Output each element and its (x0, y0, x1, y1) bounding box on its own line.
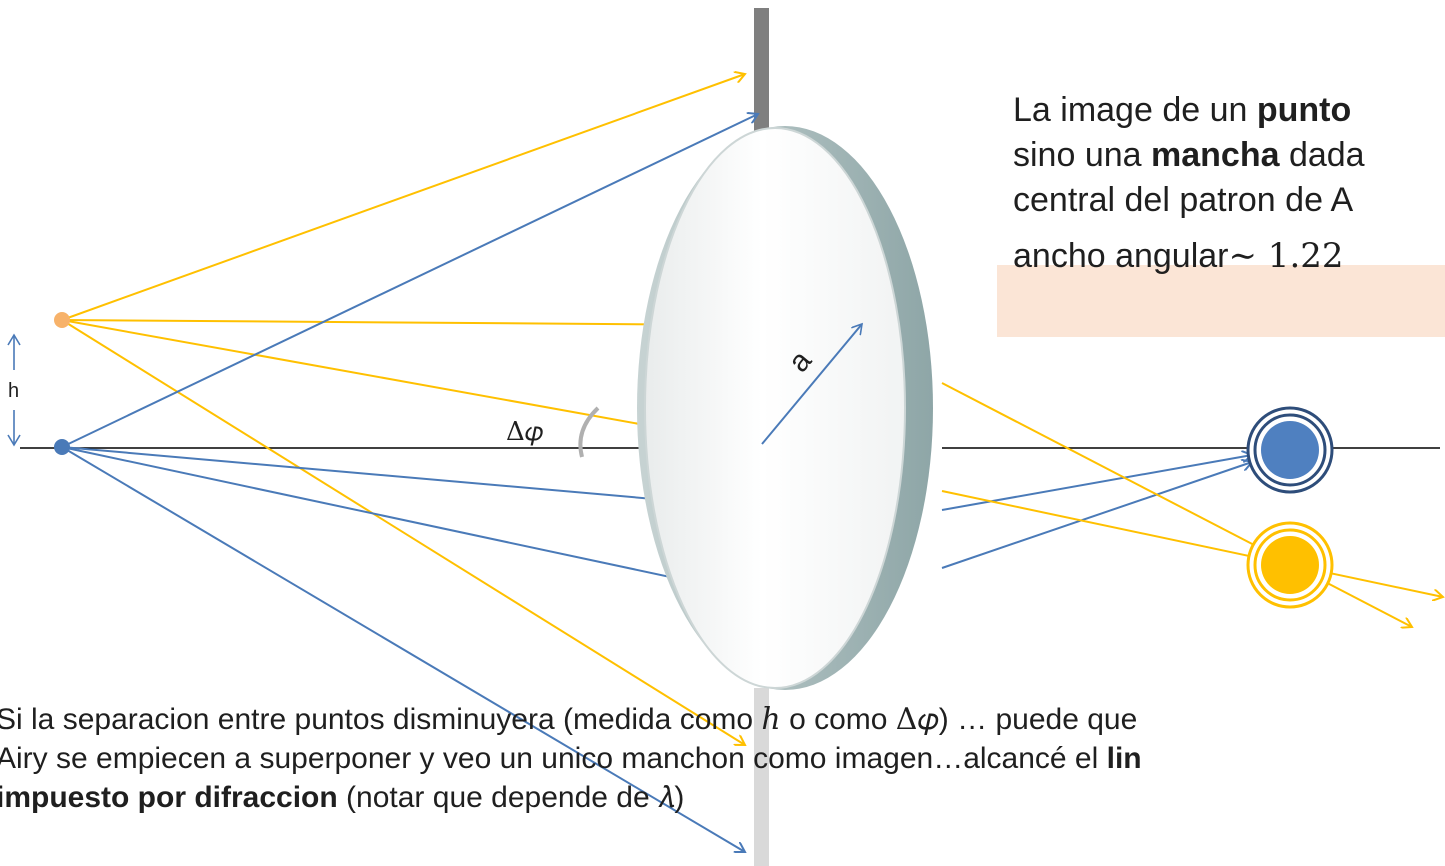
info-line-4: ancho angular∼ 1.22 (1013, 236, 1344, 276)
yellow-source-point (54, 312, 70, 328)
blue-rays-right (941, 455, 1252, 569)
info-box-background (997, 265, 1445, 337)
lens (637, 126, 933, 690)
angle-arc (578, 406, 600, 458)
label-delta-phi: Δ𝜑 (506, 417, 543, 447)
info-text: La image de un punto sino una mancha dad… (1013, 88, 1445, 328)
yellow-airy-disk (1246, 521, 1334, 609)
blue-source-point (54, 439, 70, 455)
blue-rays-left (61, 114, 758, 852)
yellow-rays-right (941, 382, 1443, 627)
info-line-3: central del patron de A (1013, 181, 1354, 219)
radius-arrow (761, 324, 862, 445)
label-h: h (8, 380, 19, 402)
aperture-stop-top (754, 8, 769, 146)
yellow-rays-left (61, 74, 745, 745)
caption-line-3: impuesto por difraccion (notar que depen… (0, 780, 685, 815)
info-line-2: sino una mancha dada (1013, 136, 1365, 174)
caption-line-2: Airy se empiecen a superponer y veo un u… (0, 742, 1142, 775)
blue-airy-disk (1246, 406, 1334, 494)
info-line-1: La image de un punto (1013, 91, 1352, 129)
aperture-stop-bottom (754, 688, 769, 866)
caption-text: Si la separacion entre puntos disminuyer… (0, 700, 1445, 866)
caption-line-1: Si la separacion entre puntos disminuyer… (0, 702, 1138, 737)
h-arrows (7, 333, 21, 447)
